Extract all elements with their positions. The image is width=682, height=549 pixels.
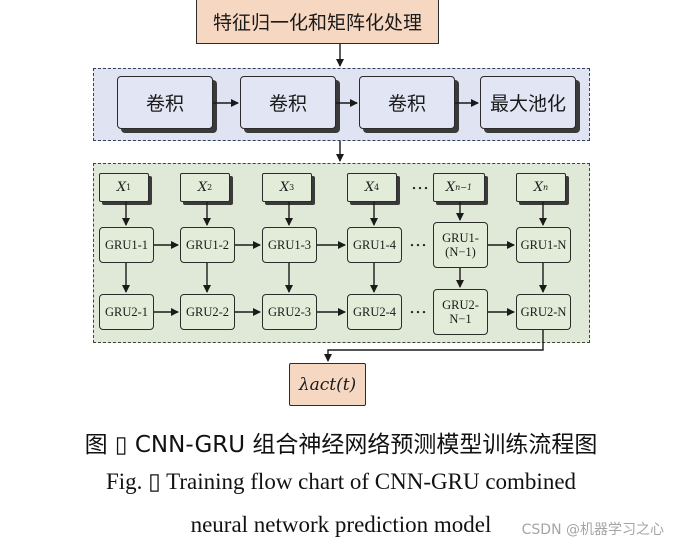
gru1-cell-3: GRU1-3 (262, 227, 317, 263)
input-symbol: X (197, 180, 208, 195)
caption-english-line2: neural network prediction model (190, 512, 492, 537)
input-subscript: 3 (289, 183, 295, 192)
gru1-cell-1: GRU1-1 (99, 227, 154, 263)
max-pool-label: 最大池化 (489, 93, 566, 115)
input-subscript: 4 (374, 183, 380, 192)
gru1-label: GRU1-2 (185, 237, 230, 252)
normalization-box: 特征归一化和矩阵化处理 (196, 0, 439, 44)
conv-label-3: 卷积 (387, 93, 426, 115)
ellipsis-gru1: … (409, 230, 427, 251)
conv-label-1: 卷积 (145, 93, 184, 115)
gru1-cell-4: GRU1-4 (347, 227, 402, 263)
gru2-label: GRU2-N (520, 304, 567, 319)
gru2-label: GRU2-3 (267, 304, 312, 319)
gru1-label: GRU1-1 (104, 237, 149, 252)
gru2-label: GRU2-4 (352, 304, 397, 319)
gru1-label: GRU1- (N−1) (442, 230, 479, 259)
gru2-label: GRU2-1 (104, 304, 149, 319)
gru2-cell-4: GRU2-4 (347, 294, 402, 330)
input-symbol: X (533, 180, 544, 195)
input-symbol: X (116, 180, 127, 195)
normalization-label: 特征归一化和矩阵化处理 (212, 12, 422, 34)
activation-output-label: λact(t) (298, 374, 357, 395)
gru1-label: GRU1-3 (267, 237, 312, 252)
gru2-cell-n-minus-1: GRU2- N−1 (433, 289, 488, 335)
gru1-label: GRU1-4 (352, 237, 397, 252)
gru2-cell-2: GRU2-2 (180, 294, 235, 330)
conv-box-2: 卷积 (240, 76, 336, 129)
gru2-cell-n: GRU2-N (516, 294, 571, 330)
gru2-label: GRU2-2 (185, 304, 230, 319)
input-subscript: 2 (207, 183, 213, 192)
conv-label-2: 卷积 (268, 93, 307, 115)
caption-english-line1: Fig. ▯ Training flow chart of CNN-GRU co… (105, 469, 577, 494)
gru2-label: GRU2- N−1 (442, 297, 479, 326)
arrow-gru-to-output (324, 330, 544, 362)
conv-box-1: 卷积 (117, 76, 213, 129)
watermark: CSDN @机器学习之心 (521, 522, 664, 538)
ellipsis-gru2: … (409, 297, 427, 318)
ellipsis-inputs: … (411, 173, 429, 194)
input-symbol: X (445, 180, 456, 195)
caption-chinese: 图 ▯ CNN-GRU 组合神经网络预测模型训练流程图 (84, 432, 598, 458)
input-symbol: X (279, 180, 290, 195)
input-subscript: n−1 (455, 183, 473, 192)
input-subscript: 1 (126, 183, 132, 192)
conv-box-3: 卷积 (359, 76, 455, 129)
max-pool-box: 最大池化 (480, 76, 576, 129)
gru1-cell-n: GRU1-N (516, 227, 571, 263)
gru1-label: GRU1-N (520, 237, 567, 252)
gru1-cell-n-minus-1: GRU1- (N−1) (433, 222, 488, 268)
activation-output-box: λact(t) (289, 363, 366, 406)
gru1-cell-2: GRU1-2 (180, 227, 235, 263)
gru2-cell-1: GRU2-1 (99, 294, 154, 330)
input-symbol: X (364, 180, 375, 195)
gru2-cell-3: GRU2-3 (262, 294, 317, 330)
input-subscript: n (543, 183, 549, 192)
